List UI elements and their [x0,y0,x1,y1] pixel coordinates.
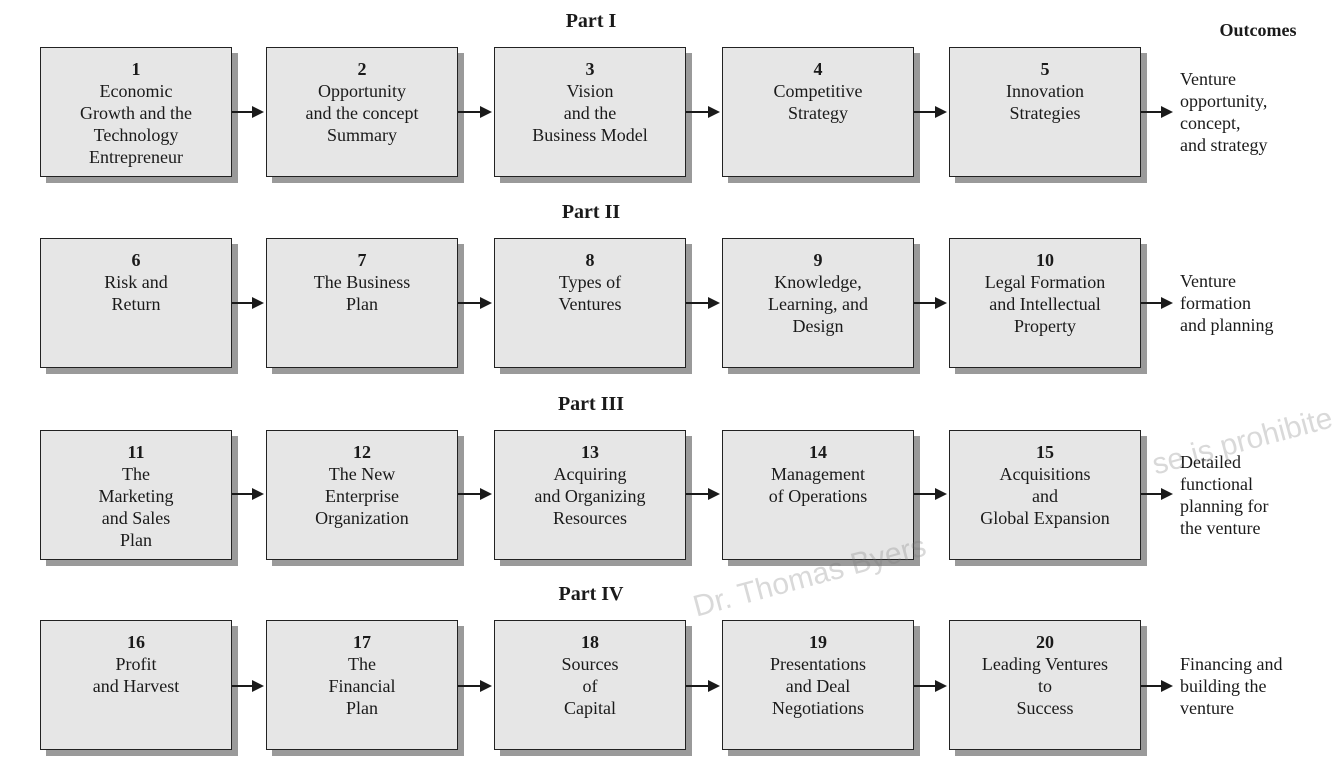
box-label: Leading Ventures to Success [981,654,1109,718]
box-label: Economic Growth and the Technology Entre… [80,81,192,167]
box-label: Opportunity and the concept Summary [305,81,419,145]
box-number: 1 [131,59,141,79]
part-title-4: Part IV [558,583,624,605]
arrow-right [1141,106,1173,118]
box-label: The Marketing and Sales Plan [98,464,174,550]
box-number: 10 [1036,250,1054,270]
arrow-right [232,680,264,692]
box-label: Risk and Return [104,272,168,314]
part-title-1: Part I [565,10,617,32]
arrow-right [232,488,264,500]
box-number: 4 [813,59,823,79]
box-number: 9 [813,250,823,270]
box-label: Innovation Strategies [1006,81,1084,123]
outcomes-header: Outcomes [1219,20,1297,40]
arrow-right [914,106,947,118]
box-number: 8 [585,250,595,270]
box-number: 5 [1040,59,1050,79]
arrow-right [458,680,492,692]
part-title-3: Part III [557,393,625,415]
box-label: Knowledge, Learning, and Design [768,272,868,336]
arrow-right [686,488,720,500]
box-number: 20 [1036,632,1054,652]
box-label: Acquisitions and Global Expansion [980,464,1110,528]
box-label: Legal Formation and Intellectual Propert… [984,272,1106,336]
box-number: 12 [353,442,371,462]
box-label: Presentations and Deal Negotiations [770,654,866,718]
arrow-right [914,488,947,500]
box-label: The Financial Plan [328,654,396,718]
box-label: The New Enterprise Organization [315,464,409,528]
box-number: 16 [127,632,145,652]
box-number: 14 [809,442,827,462]
box-number: 6 [131,250,141,270]
part-title-2: Part II [561,201,621,223]
arrow-right [1141,488,1173,500]
arrow-right [914,680,947,692]
outcome-4: Financing and building the venture [1180,654,1283,718]
box-number: 19 [809,632,827,652]
arrow-right [686,680,720,692]
box-number: 7 [357,250,367,270]
arrow-right [232,106,264,118]
arrow-right [458,106,492,118]
arrow-right [686,106,720,118]
box-label: Sources of Capital [561,654,619,718]
arrow-right [458,297,492,309]
box-label: Competitive Strategy [773,81,863,123]
box-label: Acquiring and Organizing Resources [534,464,646,528]
box-label: The Business Plan [313,272,411,314]
box-number: 3 [585,59,595,79]
box-number: 15 [1036,442,1054,462]
box-number: 13 [581,442,599,462]
arrow-right [232,297,264,309]
box-label: Types of Ventures [558,272,622,314]
arrow-right [1141,297,1173,309]
arrow-right [686,297,720,309]
arrow-right [1141,680,1173,692]
outcome-2: Venture formation and planning [1180,271,1274,335]
box-label: Profit and Harvest [92,654,180,696]
box-label: Vision and the Business Model [532,81,648,145]
box-number: 11 [127,442,145,462]
outcome-1: Venture opportunity, concept, and strate… [1180,69,1268,155]
box-number: 2 [357,59,367,79]
arrow-right [914,297,947,309]
box-number: 17 [353,632,371,652]
box-number: 18 [581,632,599,652]
outcome-3: Detailed functional planning for the ven… [1180,452,1269,538]
arrow-right [458,488,492,500]
box-label: Management of Operations [768,464,868,506]
